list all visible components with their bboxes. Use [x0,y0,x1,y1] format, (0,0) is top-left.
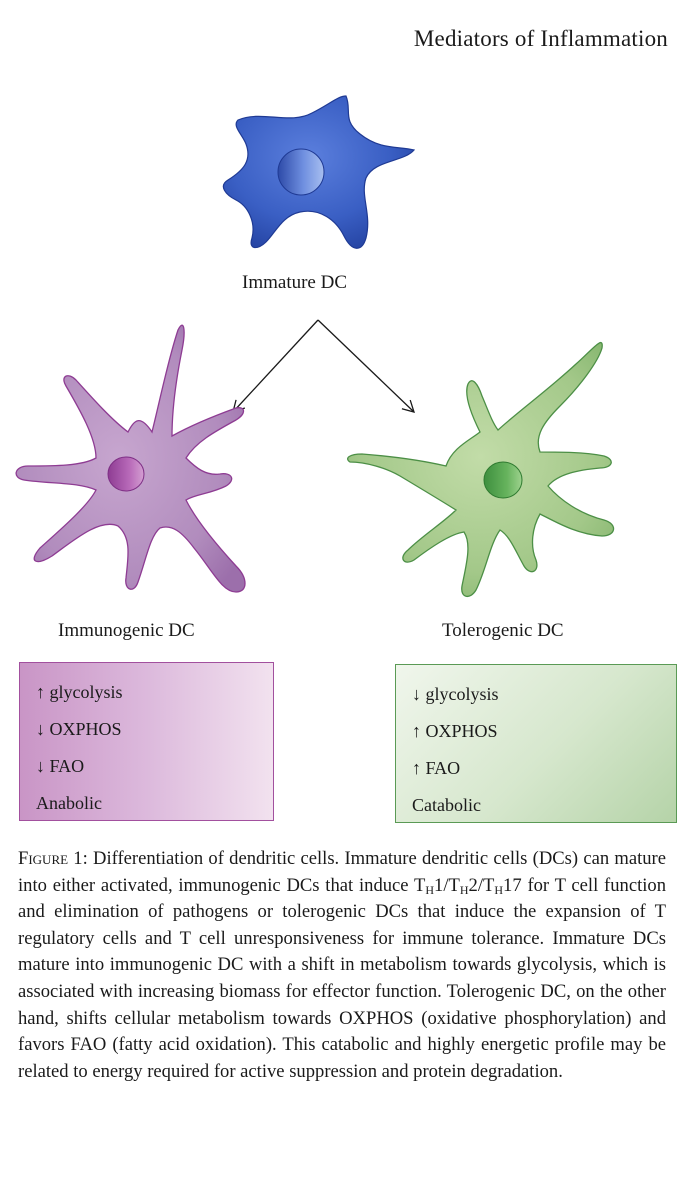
dendritic-cell-diagram [15,95,615,597]
immature-dc-cell [222,95,416,249]
figure-caption: Figure 1: Differentiation of dendritic c… [18,846,666,1085]
immunogenic-fao: ↓ FAO [36,756,85,776]
immature-dc-label: Immature DC [242,272,348,293]
immunogenic-profile: Anabolic [36,793,102,813]
arrow-to-tolerogenic [317,319,415,413]
immunogenic-oxphos: ↓ OXPHOS [36,719,122,739]
caption-text-4: 17 for T cell function and elimination o… [18,874,666,1082]
tolerogenic-dc-cell [347,341,615,597]
arrow-to-immunogenic [232,319,319,413]
tolerogenic-oxphos: ↑ OXPHOS [412,721,498,741]
immunogenic-dc-cell [15,324,246,593]
caption-sub-2: H [459,882,469,897]
tolerogenic-fao: ↑ FAO [412,758,461,778]
tolerogenic-dc-label: Tolerogenic DC [442,620,564,641]
caption-text-1: Differentiation of dendritic cells. Imma… [18,848,667,896]
caption-text-2: 1/T [434,874,460,896]
caption-sub-3: H [494,882,504,897]
immunogenic-dc-label: Immunogenic DC [58,620,195,641]
immunogenic-metabolism-box: ↑ glycolysis ↓ OXPHOS ↓ FAO Anabolic [19,662,274,821]
figure-label: Figure 1: [18,848,88,869]
tolerogenic-metabolism-box: ↓ glycolysis ↑ OXPHOS ↑ FAO Catabolic [395,664,677,823]
journal-header: Mediators of Inflammation [413,26,668,51]
immunogenic-glycolysis: ↑ glycolysis [36,682,123,702]
caption-sub-1: H [425,882,435,897]
caption-text-3: 2/T [468,874,495,896]
tolerogenic-profile: Catabolic [412,795,481,815]
tolerogenic-glycolysis: ↓ glycolysis [412,684,499,704]
